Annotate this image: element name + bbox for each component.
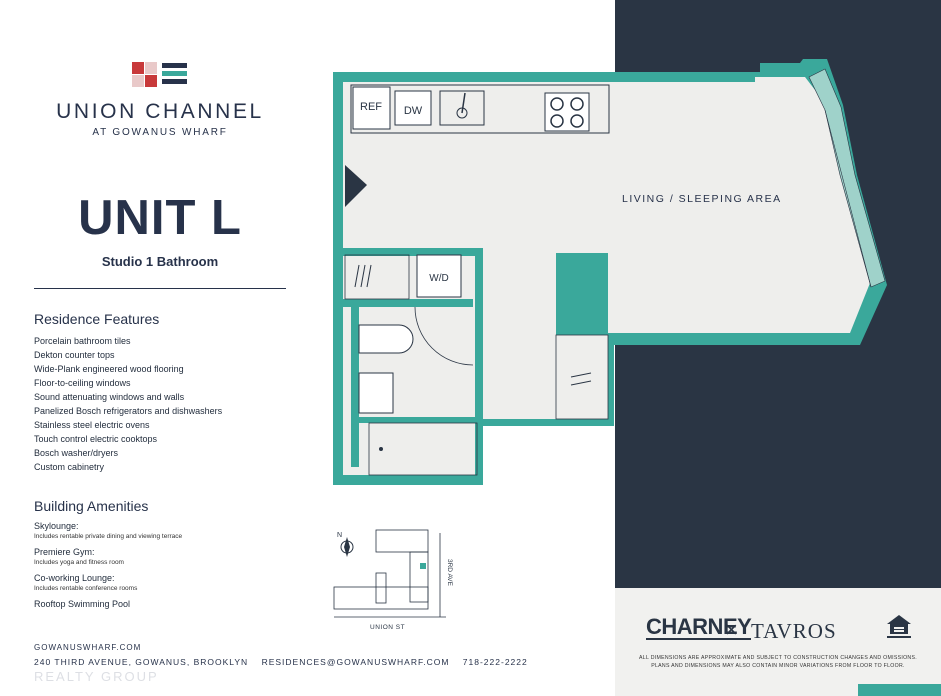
ref-label: REF xyxy=(360,101,382,113)
amenity-name: Premiere Gym: xyxy=(34,547,95,557)
tavros-logo: TAVROS xyxy=(751,619,837,643)
wd-label: W/D xyxy=(429,273,448,284)
list-item: Dekton counter tops xyxy=(34,350,115,360)
north-label: N xyxy=(337,532,342,539)
street-label: UNION ST xyxy=(370,624,405,631)
amenity-name: Skylounge: xyxy=(34,521,79,531)
amenities-heading: Building Amenities xyxy=(34,498,149,514)
list-item: Co-working Lounge: Includes rentable con… xyxy=(34,573,274,593)
living-area-label: LIVING / SLEEPING AREA xyxy=(622,193,782,205)
disclaimer-line: ALL DIMENSIONS ARE APPROXIMATE AND SUBJE… xyxy=(639,655,917,661)
divider xyxy=(34,288,286,289)
charney-logo: CHARNEY xyxy=(646,614,752,640)
disclaimer-line: PLANS AND DIMENSIONS MAY ALSO CONTAIN MI… xyxy=(651,663,905,669)
accent-bar xyxy=(858,684,941,696)
list-item: Custom cabinetry xyxy=(34,462,105,472)
list-item: Bosch washer/dryers xyxy=(34,448,119,458)
disclaimer: ALL DIMENSIONS ARE APPROXIMATE AND SUBJE… xyxy=(620,654,936,670)
footer-contact: 240 THIRD AVENUE, GOWANUS, BROOKLYN RESI… xyxy=(34,657,538,667)
amenity-desc: Includes yoga and fitness room xyxy=(34,559,124,566)
footer-address: 240 THIRD AVENUE, GOWANUS, BROOKLYN xyxy=(34,657,249,667)
times-icon: × xyxy=(725,617,738,642)
unit-title: UNIT L xyxy=(78,191,242,245)
list-item: Floor-to-ceiling windows xyxy=(34,378,131,388)
list-item: Touch control electric cooktops xyxy=(34,434,158,444)
list-item: Wide-Plank engineered wood flooring xyxy=(34,364,184,374)
brand-tagline: AT GOWANUS WHARF xyxy=(92,127,228,138)
features-list: Porcelain bathroom tiles Dekton counter … xyxy=(34,334,222,474)
list-item: Stainless steel electric ovens xyxy=(34,420,150,430)
footer-website: GOWANUSWHARF.COM xyxy=(34,643,142,652)
features-heading: Residence Features xyxy=(34,311,160,327)
unit-subtitle: Studio 1 Bathroom xyxy=(101,254,219,269)
list-item: Skylounge: Includes rentable private din… xyxy=(34,521,274,541)
watermark: REALTY GROUP xyxy=(34,669,159,684)
dw-label: DW xyxy=(404,105,423,117)
amenity-desc: Includes rentable private dining and vie… xyxy=(34,533,183,540)
brand-logo-icon xyxy=(132,62,187,87)
list-item: Sound attenuating windows and walls xyxy=(34,392,185,402)
avenue-label: 3RD AVE xyxy=(446,559,453,587)
entry-arrow-icon xyxy=(345,165,367,207)
floor-plan: REF DW W/D xyxy=(333,59,887,485)
list-item: Porcelain bathroom tiles xyxy=(34,336,131,346)
list-item: Premiere Gym: Includes yoga and fitness … xyxy=(34,547,274,567)
amenities-list: Skylounge: Includes rentable private din… xyxy=(34,521,274,616)
brand-name: UNION CHANNEL xyxy=(56,100,264,123)
equal-housing-icon xyxy=(887,615,911,638)
amenity-desc: Includes rentable conference rooms xyxy=(34,585,138,592)
list-item: Panelized Bosch refrigerators and dishwa… xyxy=(34,406,223,416)
amenity-name: Rooftop Swimming Pool xyxy=(34,599,131,609)
footer-email: RESIDENCES@GOWANUSWHARF.COM xyxy=(261,657,450,667)
footer-panel xyxy=(615,588,941,696)
list-item: Rooftop Swimming Pool xyxy=(34,599,274,610)
key-plan: N UNION ST 3RD AVE xyxy=(333,529,453,631)
amenity-name: Co-working Lounge: xyxy=(34,573,115,583)
footer-phone: 718-222-2222 xyxy=(462,657,528,667)
